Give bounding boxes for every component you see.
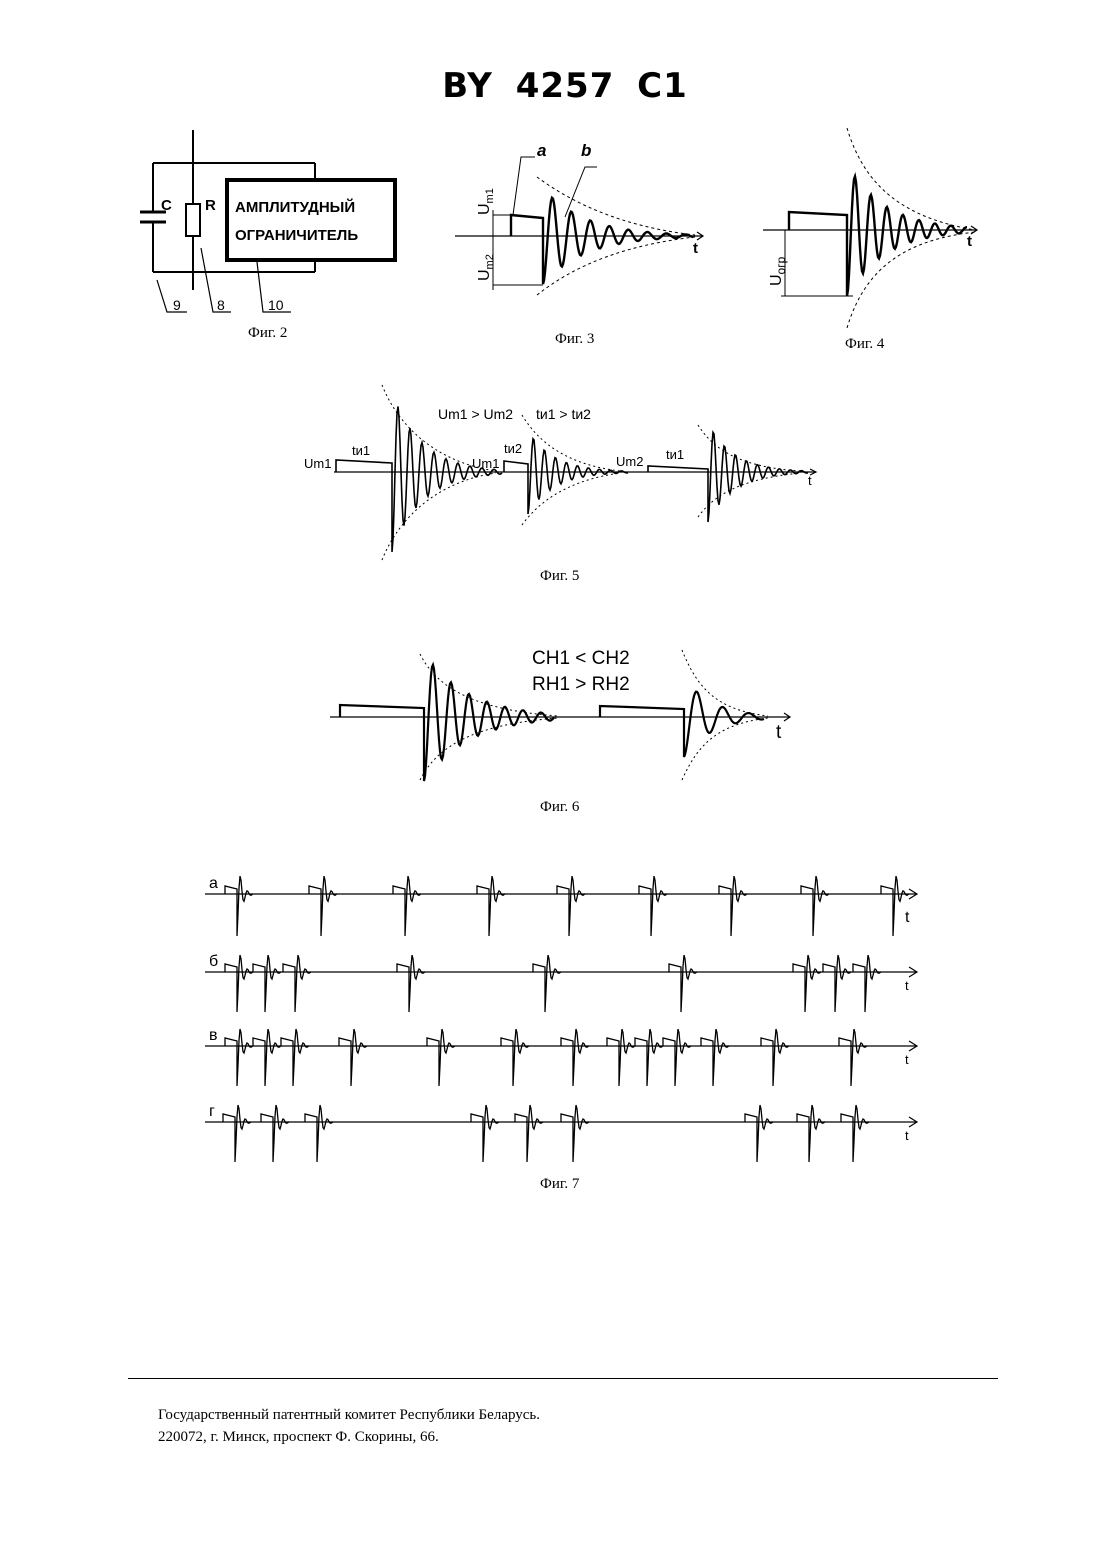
- fig7-pulse: [745, 1105, 773, 1162]
- fig6-rel-r: RH1 > RH2: [532, 674, 630, 695]
- fig7-pulse: [635, 1029, 663, 1086]
- footer-divider: [128, 1378, 998, 1379]
- fig7-pulse: [793, 955, 821, 1012]
- fig6-rel-c: CH1 < CH2: [532, 648, 630, 669]
- fig2-caption: Фиг. 2: [248, 325, 287, 342]
- fig3-label-b: b: [581, 141, 591, 160]
- fig7-pulse: [561, 1105, 589, 1162]
- fig5-um1-a: Um1: [304, 456, 331, 471]
- fig7-row-label: в: [209, 1027, 218, 1044]
- fig7-pulse: [663, 1029, 691, 1086]
- fig7-pulse: [309, 876, 337, 936]
- fig7-row-label: б: [209, 953, 218, 970]
- fig5-caption: Фиг. 5: [540, 568, 579, 585]
- fig4-t: t: [967, 233, 972, 250]
- fig2-circuit-diagram: C R АМПЛИТУДНЫЙ ОГРАНИЧИТЕЛЬ 9 8 10: [135, 130, 425, 330]
- fig6-t: t: [776, 722, 782, 743]
- fig7-pulse: [557, 876, 585, 936]
- fig7-pulse: [283, 955, 311, 1012]
- fig5-ti2: tи2: [504, 441, 522, 456]
- fig7-pulse: [427, 1029, 455, 1086]
- fig7-t-label: t: [905, 909, 910, 926]
- fig5-waveform: Um1 > Um2 tи1 > tи2 Um1 tи1 Um1 tи2 Um2 …: [300, 385, 830, 565]
- fig7-t-label: t: [905, 1052, 909, 1067]
- fig5-rel-t: tи1 > tи2: [536, 406, 591, 422]
- fig7-pulse: [281, 1029, 309, 1086]
- fig7-pulse: [533, 955, 561, 1012]
- patent-number: BY 4257 C1: [0, 66, 1100, 106]
- fig7-pulse: [501, 1029, 529, 1086]
- fig7-pulse: [669, 955, 697, 1012]
- fig2-ref-8: 8: [217, 297, 225, 313]
- fig7-axis-0: [205, 889, 917, 899]
- fig7-pulse: [801, 876, 829, 936]
- fig7-pulse: [397, 955, 425, 1012]
- fig7-pulse: [253, 955, 281, 1012]
- fig7-pulse: [225, 1029, 253, 1086]
- fig2-ref-9: 9: [173, 297, 181, 313]
- fig3-caption: Фиг. 3: [555, 331, 594, 348]
- fig7-pulse: [761, 1029, 789, 1086]
- fig7-pulse: [339, 1029, 367, 1086]
- fig7-pulse: [225, 955, 253, 1012]
- fig5-um1-b: Um1: [472, 456, 499, 471]
- fig7-pulse: [797, 1105, 825, 1162]
- fig7-pulse: [701, 1029, 729, 1086]
- fig7-pulse: [223, 1105, 251, 1162]
- fig7-pulse: [853, 955, 881, 1012]
- fig4-waveform: t Uогр: [755, 128, 985, 333]
- fig5-ti1-b: tи1: [666, 447, 684, 462]
- fig7-pulse: [471, 1105, 499, 1162]
- footer: Государственный патентный комитет Респуб…: [158, 1404, 540, 1448]
- fig7-pulse: [225, 876, 253, 936]
- fig5-um2: Um2: [616, 454, 643, 469]
- fig7-pulse: [823, 955, 851, 1012]
- fig7-caption: Фиг. 7: [540, 1176, 579, 1193]
- footer-line2: 220072, г. Минск, проспект Ф. Скорины, 6…: [158, 1426, 540, 1448]
- fig6-waveform: CH1 < CH2 RH1 > RH2 t: [328, 640, 803, 790]
- fig7-pulse: [881, 876, 909, 936]
- fig7-pulse: [561, 1029, 589, 1086]
- fig7-t-label: t: [905, 978, 909, 993]
- fig5-t: t: [808, 473, 812, 488]
- fig6-caption: Фиг. 6: [540, 799, 579, 816]
- fig7-row-label: а: [209, 875, 218, 892]
- fig7-t-label: t: [905, 1128, 909, 1143]
- fig7-pulse: [253, 1029, 281, 1086]
- fig7-pulse: [393, 876, 421, 936]
- fig5-rel-u: Um1 > Um2: [438, 406, 513, 422]
- footer-line1: Государственный патентный комитет Респуб…: [158, 1404, 540, 1426]
- fig3-label-a: a: [537, 141, 546, 160]
- fig2-label-c: C: [161, 197, 172, 214]
- fig7-pulse: [719, 876, 747, 936]
- fig2-box-line2: ОГРАНИЧИТЕЛЬ: [235, 227, 358, 244]
- fig7-pulse: [607, 1029, 635, 1086]
- fig3-t: t: [693, 240, 698, 257]
- fig3-waveform: a b t Um1 Um2: [455, 135, 715, 305]
- fig7-pulse: [639, 876, 667, 936]
- fig7-pulse: [841, 1105, 869, 1162]
- fig5-ti1-a: tи1: [352, 443, 370, 458]
- fig7-pulse: [305, 1105, 333, 1162]
- fig7-pulse-trains: а t б t в t г t: [205, 860, 935, 1170]
- fig2-label-r: R: [205, 197, 216, 214]
- fig7-row-label: г: [209, 1103, 215, 1120]
- fig7-pulse: [515, 1105, 543, 1162]
- fig2-ref-10: 10: [268, 297, 284, 313]
- fig4-caption: Фиг. 4: [845, 336, 884, 353]
- fig7-pulse: [839, 1029, 867, 1086]
- fig7-pulse: [477, 876, 505, 936]
- fig2-box-line1: АМПЛИТУДНЫЙ: [235, 198, 355, 216]
- fig7-pulse: [261, 1105, 289, 1162]
